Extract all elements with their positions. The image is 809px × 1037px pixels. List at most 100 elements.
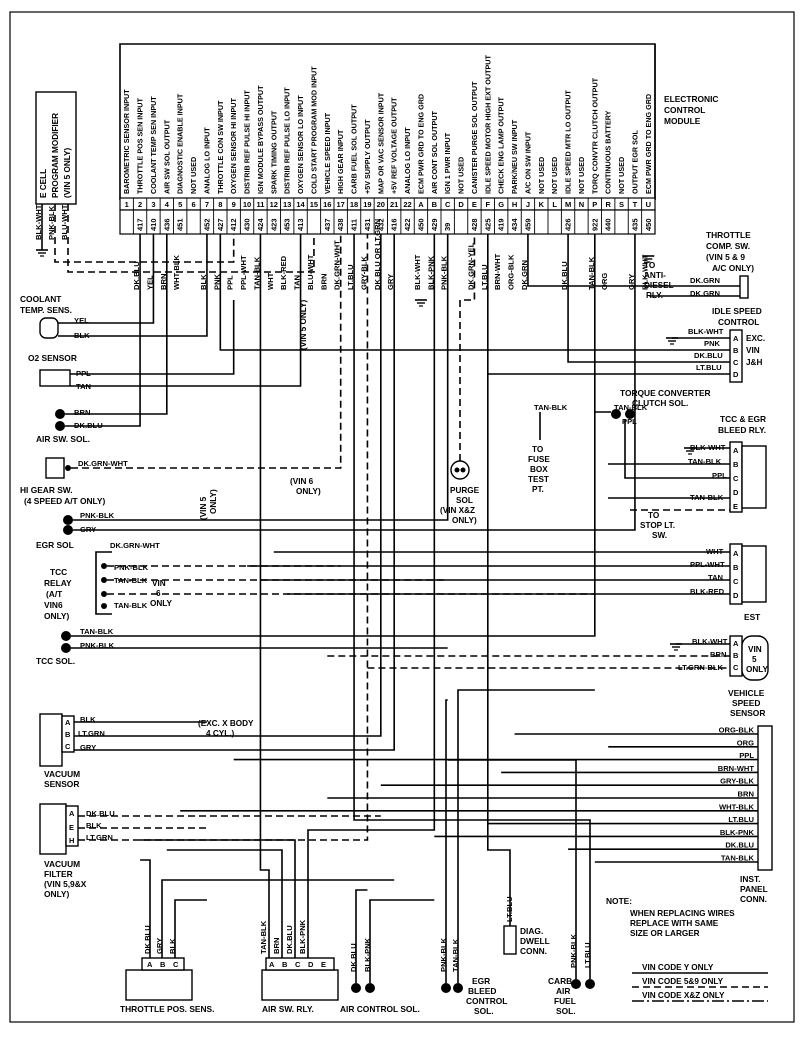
legend-1: VIN CODE Y ONLY xyxy=(642,963,714,972)
air-switch-relay: A B C D E TAN-BLK BRN DK.BLU BLK-PNK AIR… xyxy=(259,919,339,1014)
tps-pin-c: C xyxy=(173,960,179,969)
ecm-pin-name-36: CONTINUOUS BATTERY xyxy=(604,110,613,194)
tcs-body xyxy=(739,275,749,299)
wire-carb-ltblu xyxy=(353,234,591,979)
excx-note-2: 4 CYL.) xyxy=(206,729,234,738)
tcs-wire-1: DK.GRN xyxy=(690,276,720,285)
asr-pin-d: D xyxy=(308,960,314,969)
ecm-pin-circuit-36: 440 xyxy=(604,218,613,231)
wire-vacf-ltgrn xyxy=(78,234,369,841)
ecm-pin-circuit-38: 435 xyxy=(630,218,639,231)
tcc-egr-bleed-relay: TCC & EGR BLEED RLY. A B C D E BLK-WHT T… xyxy=(640,414,767,540)
vin5-note: (VIN 5 ONLY) xyxy=(299,300,308,350)
ecm-pin-letter-0: 1 xyxy=(125,200,129,209)
ecm-pin-circuit-24: 39 xyxy=(443,223,452,231)
vacsensor-body xyxy=(39,713,63,767)
ecm-wire-label-22: BLK-WHT xyxy=(413,254,422,290)
tccrly-note-1: VIN xyxy=(152,579,166,588)
air-control-solenoid: DK.BLU BLK-PNK AIR CONTROL SOL. xyxy=(340,937,420,1014)
vss-title-3: SENSOR xyxy=(730,708,765,718)
ecm-wire-label-13: TAN xyxy=(293,275,302,290)
fuse-note-5: PT. xyxy=(532,485,544,494)
idle-speed-control: IDLE SPEED CONTROL A B C D EXC. VIN J&H … xyxy=(688,306,765,383)
tps-pin-a: A xyxy=(147,960,153,969)
air-switch-solenoid: BRN DK.BLU AIR SW. SOL. xyxy=(36,408,103,444)
ecm-pin-circuit-23: 429 xyxy=(430,218,439,231)
ecm-pin-circuit-29: 434 xyxy=(510,218,519,231)
vss-title-2: SPEED xyxy=(732,698,760,708)
ecm-wire-label-35: TAN-BLK xyxy=(587,256,596,290)
legend-2: VIN CODE 5&9 ONLY xyxy=(642,977,724,986)
carb-title-4: SOL. xyxy=(556,1006,576,1016)
vin6-note-1: (VIN 6 xyxy=(290,477,314,486)
est-pin-d: D xyxy=(733,591,739,600)
airsw-title: AIR SW. SOL. xyxy=(36,434,90,444)
ecm-pin-name-20: +5V REF VOLTAGE OUTPUT xyxy=(390,97,399,194)
ecm-wire-label-16: DK.GRN-WHT xyxy=(333,240,342,290)
ecm-pin-letter-14: 15 xyxy=(310,200,318,209)
ecm-pin-circuit-12: 453 xyxy=(283,218,292,231)
ecm-pin-name-22: ECM PWR GRD TO ENG GRD xyxy=(416,94,425,194)
ecm-pin-name-8: OXYGEN SENSOR HI INPUT xyxy=(229,98,238,194)
ecm-pin-letter-17: 18 xyxy=(350,200,358,209)
wire-asr-blkpnk xyxy=(307,234,436,958)
ecm-pin-letter-5: 6 xyxy=(191,200,195,209)
ipc-wire-labels: ORG-BLKORGPPLBRN-WHTGRY-BLKBRNWHT-BLKLT.… xyxy=(718,726,755,863)
vacsensor-title-1: VACUUM xyxy=(44,769,80,779)
tccrly-wire-1: DK.GRN-WHT xyxy=(110,541,160,550)
ipc-wire-label-5: BRN xyxy=(738,790,754,799)
ecell-wire-3: BLU-WHT xyxy=(60,204,69,240)
ipc-wire-label-2: PPL xyxy=(739,751,754,760)
ecm-wire-label-23: BLK-PNK xyxy=(426,255,435,290)
vss-wire-1: BLK-WHT xyxy=(692,637,728,646)
wire-ebc-tanblk xyxy=(457,689,595,983)
diag-dwell-connector: LT.BLU DIAG. DWELL CONN. xyxy=(503,896,550,956)
higear-wire: DK.GRN-WHT xyxy=(78,459,128,468)
ecm-pin-letter-13: 14 xyxy=(296,200,305,209)
ecm-pin-letter-2: 3 xyxy=(151,200,155,209)
tcs-note-2: ANTI- xyxy=(644,271,666,280)
ecm-pin-circuit-39: 450 xyxy=(644,218,653,231)
bleed-pin-b: B xyxy=(733,460,739,469)
tccrly-title-3: (A/T xyxy=(46,589,63,599)
vacfilter-title-4: ONLY) xyxy=(44,889,69,899)
egr-title: EGR SOL xyxy=(36,540,74,550)
ecm-wire-label-15: BRN xyxy=(319,274,328,290)
tccrly-title-1: TCC xyxy=(50,567,67,577)
ecm-pin-circuit-11: 423 xyxy=(269,218,278,231)
tccrly-wire-2: PNK-BLK xyxy=(114,563,149,572)
ecm-pin-circuit-6: 452 xyxy=(202,218,211,231)
ecm-pin-name-37: NOT USED xyxy=(617,157,626,194)
vacsensor-wire-3: GRY xyxy=(80,743,96,752)
purge-note-4: ONLY) xyxy=(452,516,477,525)
ecm-pin-circuit-19: 432 xyxy=(376,218,385,231)
ecm-pin-name-26: CANISTER PURGE SOL OUTPUT xyxy=(470,81,479,194)
bleed-wire-4: TAN-BLK xyxy=(690,493,724,502)
est-wire-2: PPL-WHT xyxy=(690,560,725,569)
ipc-wire-label-10: TAN-BLK xyxy=(721,854,755,863)
airsw-wire-1: BRN xyxy=(74,408,90,417)
bleed-title-2: BLEED RLY. xyxy=(718,425,766,435)
vss-body xyxy=(741,635,769,681)
ecm-wire-label-8: PPL xyxy=(226,275,235,290)
excx-note-1: (EXC. X BODY xyxy=(198,719,254,728)
vss-note-2: 5 xyxy=(752,655,757,664)
tcs-title-1: THROTTLE xyxy=(706,230,751,240)
ecm-pin-name-39: ECM PWR GRD TO ENG GRD xyxy=(644,94,653,194)
ecm-pin-circuit-13: 413 xyxy=(296,218,305,231)
isc-title-1: IDLE SPEED xyxy=(712,306,762,316)
ebc-wire-2: TAN-BLK xyxy=(451,938,460,972)
ecm-pin-name-7: THROTTLE CON SW INPUT xyxy=(216,100,225,194)
ecm-pin-circuit-18: 431 xyxy=(363,218,372,231)
wire-acs-dkblu xyxy=(355,889,368,983)
asr-pin-b: B xyxy=(282,960,288,969)
vacsensor-pin-a: A xyxy=(65,718,71,727)
wire-coolant-yel xyxy=(58,234,155,324)
isc-pin-b: B xyxy=(733,346,739,355)
wire-o2-tan xyxy=(70,234,302,387)
ecm-pin-circuit-8: 412 xyxy=(229,218,238,231)
ebc-title-3: CONTROL xyxy=(466,996,507,1006)
ecm-pin-letter-10: 11 xyxy=(256,200,264,209)
wire-acs-blkpnk xyxy=(369,899,435,983)
